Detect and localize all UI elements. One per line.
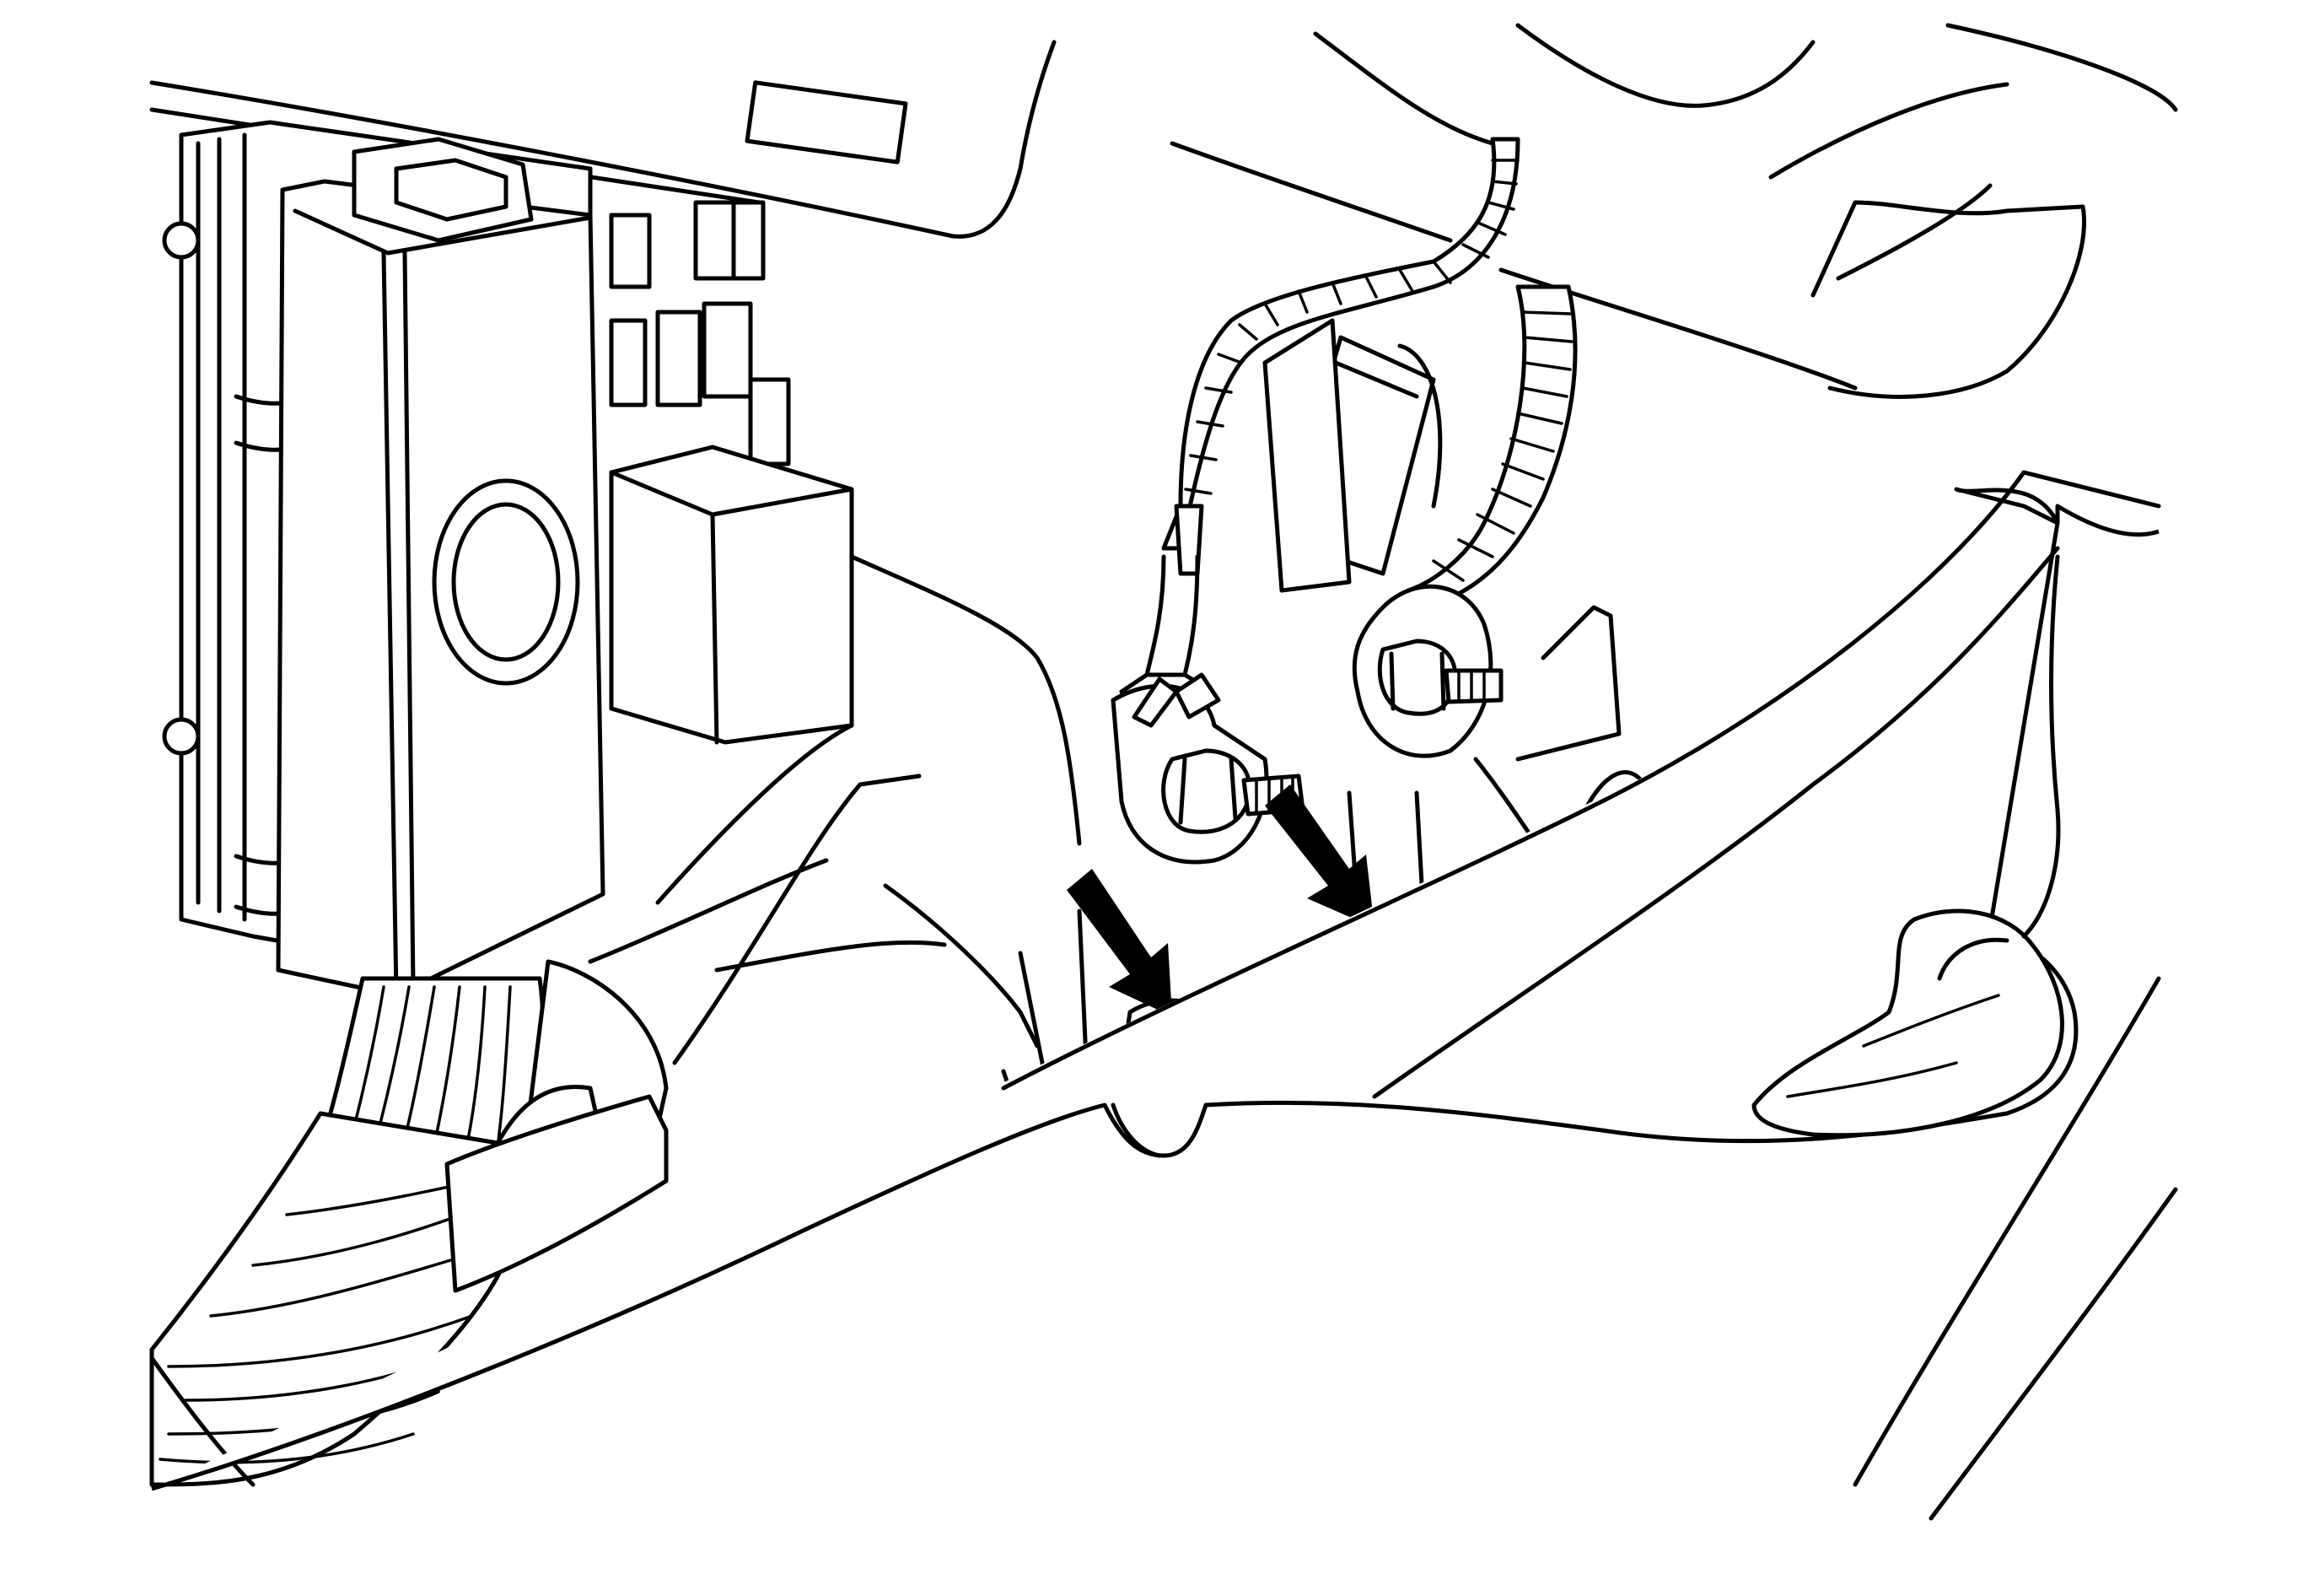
relay-cluster xyxy=(609,200,854,745)
mini-fuse xyxy=(693,200,736,281)
mini-fuse xyxy=(748,377,791,466)
mini-fuse xyxy=(731,200,766,281)
mounting-bracket xyxy=(588,554,1090,1099)
floor-trim-panel xyxy=(151,470,2178,1521)
ground-plate-right xyxy=(1347,584,1647,947)
stud-thread xyxy=(1444,668,1504,704)
mini-fuse xyxy=(655,310,702,407)
label-plate xyxy=(745,80,908,164)
ground-wire xyxy=(1119,137,1520,720)
mini-fuse xyxy=(702,301,753,399)
relay xyxy=(609,445,854,745)
arrow-left xyxy=(1067,869,1172,1016)
terminal-tab xyxy=(1174,672,1221,720)
stud-nut xyxy=(1377,639,1458,716)
ground-plate-left xyxy=(1111,672,1305,865)
fuse-box xyxy=(162,120,605,998)
wiring-harness xyxy=(149,959,669,1487)
mini-fuse xyxy=(609,318,648,407)
right-harness xyxy=(1262,284,1578,610)
harness-clip xyxy=(444,1094,669,1293)
mini-fuse xyxy=(609,213,652,289)
carpet-edge xyxy=(1751,908,2064,1138)
upper-panel xyxy=(149,23,2178,399)
arrow-right xyxy=(1265,784,1374,928)
